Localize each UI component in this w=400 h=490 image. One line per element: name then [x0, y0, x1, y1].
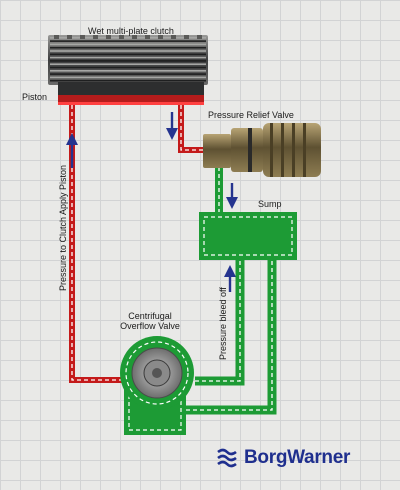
clutch-plate	[50, 66, 206, 69]
arrow-down-sump-icon	[226, 183, 238, 209]
borgwarner-logo: BorgWarner	[216, 447, 350, 469]
arrow-up-pressure-icon	[66, 133, 78, 168]
sump-label: Sump	[258, 199, 282, 209]
clutch-plate	[50, 40, 206, 42]
clutch-plate	[50, 53, 206, 56]
arrow-down-relief-icon	[166, 112, 178, 140]
clutch-tooth	[67, 35, 72, 39]
clutch-plate	[50, 46, 206, 49]
relief-valve-label: Pressure Relief Valve	[208, 110, 294, 120]
clutch-plate	[50, 79, 206, 82]
clutch-plate	[50, 60, 206, 62]
brand-name: BorgWarner	[244, 447, 351, 468]
overflow-valve-label: Centrifugal Overflow Valve	[102, 311, 198, 332]
clutch-tooth	[54, 35, 59, 39]
pressure-relief-valve	[203, 123, 321, 177]
clutch-label: Wet multi-plate clutch	[88, 26, 174, 36]
clutch-tooth	[132, 35, 137, 39]
clutch-pack	[48, 35, 208, 105]
clutch-plate	[50, 73, 206, 75]
pressure-line	[69, 105, 203, 383]
clutch-plate	[50, 63, 206, 65]
clutch-tooth	[197, 35, 202, 39]
overflow-valve-label-line2: Overflow Valve	[120, 321, 180, 332]
clutch-plate	[50, 56, 206, 59]
clutch-tooth	[145, 35, 150, 39]
bleed-line	[186, 167, 277, 415]
clutch-plate	[50, 37, 206, 39]
sump-tank	[199, 212, 297, 260]
clutch-tooth	[158, 35, 163, 39]
borgwarner-emblem-icon	[217, 448, 237, 468]
piston-label: Piston	[22, 92, 48, 102]
clutch-tooth	[106, 35, 111, 39]
overflow-valve-body	[120, 336, 194, 435]
clutch-tooth	[93, 35, 98, 39]
clutch-tooth	[119, 35, 124, 39]
bleed-off-label: Pressure bleed off	[218, 287, 228, 360]
clutch-tooth	[171, 35, 176, 39]
clutch-plate	[50, 76, 206, 79]
clutch-plate	[50, 70, 206, 72]
flow-arrows	[66, 112, 238, 292]
overflow-valve-label-line1: Centrifugal	[128, 311, 172, 321]
clutch-plate	[50, 50, 206, 52]
pressure-to-piston-label: Pressure to Clutch Apply Piston	[58, 164, 68, 291]
arrow-up-bleed-icon	[224, 265, 236, 292]
clutch-plate	[50, 43, 206, 46]
clutch-tooth	[80, 35, 85, 39]
clutch-tooth	[184, 35, 189, 39]
